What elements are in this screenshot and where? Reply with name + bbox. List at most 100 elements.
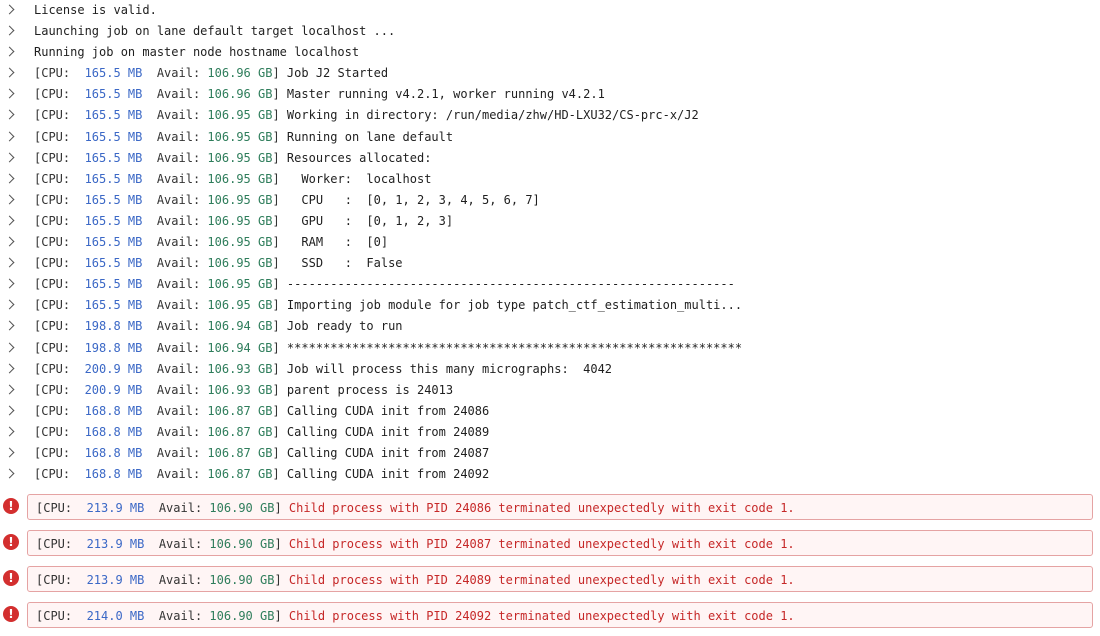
- avail-memory-value: 106.95 GB: [207, 235, 273, 250]
- chevron-right-icon[interactable]: [4, 236, 15, 247]
- log-line[interactable]: [CPU: 198.8 MB Avail: 106.94 GB] Job rea…: [0, 316, 1100, 337]
- avail-label: Avail:: [156, 129, 201, 144]
- chevron-right-icon[interactable]: [4, 46, 15, 57]
- chevron-right-icon[interactable]: [4, 384, 15, 395]
- chevron-right-icon[interactable]: [4, 363, 15, 374]
- chevron-right-icon[interactable]: [4, 67, 15, 78]
- log-line-text: [CPU: 198.8 MB Avail: 106.94 GB] *******…: [34, 338, 742, 359]
- cpu-memory-value: 165.5 MB: [84, 150, 143, 165]
- log-message: Importing job module for job type patch_…: [286, 298, 743, 313]
- error-message-box[interactable]: [CPU: 213.9 MB Avail: 106.90 GB] Child p…: [27, 494, 1093, 520]
- error-message-box[interactable]: [CPU: 213.9 MB Avail: 106.90 GB] Child p…: [27, 530, 1093, 556]
- log-line[interactable]: [CPU: 198.8 MB Avail: 106.94 GB] *******…: [0, 338, 1100, 359]
- log-message: Job ready to run: [286, 319, 403, 334]
- log-line[interactable]: [CPU: 165.5 MB Avail: 106.95 GB] SSD : F…: [0, 253, 1100, 274]
- avail-memory-value: 106.96 GB: [207, 87, 273, 102]
- chevron-right-icon[interactable]: [4, 257, 15, 268]
- bracket-close: ]: [272, 298, 280, 313]
- chevron-right-icon[interactable]: [4, 25, 15, 36]
- error-message-box[interactable]: [CPU: 213.9 MB Avail: 106.90 GB] Child p…: [27, 566, 1093, 592]
- log-line[interactable]: [CPU: 165.5 MB Avail: 106.95 GB] Worker:…: [0, 169, 1100, 190]
- log-line[interactable]: [CPU: 165.5 MB Avail: 106.96 GB] Job J2 …: [0, 63, 1100, 84]
- bracket-close: ]: [272, 319, 280, 334]
- avail-memory-value: 106.90 GB: [209, 573, 275, 587]
- avail-label: Avail:: [158, 609, 203, 623]
- chevron-right-icon[interactable]: [4, 405, 15, 416]
- cpu-label: [CPU:: [36, 609, 73, 623]
- avail-label: Avail:: [156, 361, 201, 376]
- cpu-label: [CPU:: [34, 192, 71, 207]
- log-line[interactable]: Running job on master node hostname loca…: [0, 42, 1100, 63]
- cpu-memory-value: 168.8 MB: [84, 403, 143, 418]
- error-log-line[interactable]: ! [CPU: 214.0 MB Avail: 106.90 GB] Child …: [0, 602, 1100, 630]
- bracket-close: ]: [272, 340, 280, 355]
- chevron-right-icon[interactable]: [4, 152, 15, 163]
- cpu-memory-value: 165.5 MB: [84, 192, 143, 207]
- log-line[interactable]: [CPU: 165.5 MB Avail: 106.95 GB] Running…: [0, 127, 1100, 148]
- error-log-line[interactable]: ![CPU: 213.9 MB Avail: 106.90 GB] Child …: [0, 530, 1100, 558]
- chevron-right-icon[interactable]: [4, 131, 15, 142]
- error-message-box[interactable]: [CPU: 214.0 MB Avail: 106.90 GB] Child p…: [27, 602, 1093, 628]
- avail-memory-value: 106.95 GB: [207, 150, 273, 165]
- log-line[interactable]: Launching job on lane default target loc…: [0, 21, 1100, 42]
- log-line[interactable]: [CPU: 165.5 MB Avail: 106.95 GB] Working…: [0, 105, 1100, 126]
- log-line[interactable]: [CPU: 165.5 MB Avail: 106.96 GB] Master …: [0, 84, 1100, 105]
- cpu-memory-value: 198.8 MB: [84, 340, 143, 355]
- log-line-text: [CPU: 165.5 MB Avail: 106.95 GB] Importi…: [34, 295, 742, 316]
- log-line[interactable]: [CPU: 168.8 MB Avail: 106.87 GB] Calling…: [0, 422, 1100, 443]
- log-line[interactable]: [CPU: 165.5 MB Avail: 106.95 GB] Importi…: [0, 295, 1100, 316]
- avail-memory-value: 106.93 GB: [207, 361, 273, 376]
- log-line[interactable]: [CPU: 168.8 MB Avail: 106.87 GB] Calling…: [0, 401, 1100, 422]
- log-line-text: [CPU: 213.9 MB Avail: 106.90 GB] Child p…: [36, 495, 795, 521]
- error-icon: !: [3, 606, 19, 622]
- chevron-right-icon[interactable]: [4, 88, 15, 99]
- cpu-memory-value: 168.8 MB: [84, 445, 143, 460]
- cpu-memory-value: 168.8 MB: [84, 467, 143, 482]
- log-message: CPU : [0, 1, 2, 3, 4, 5, 6, 7]: [286, 192, 540, 207]
- log-line-text: [CPU: 165.5 MB Avail: 106.95 GB] -------…: [34, 274, 735, 295]
- chevron-right-icon[interactable]: [4, 447, 15, 458]
- chevron-right-icon[interactable]: [4, 194, 15, 205]
- log-line-text: [CPU: 165.5 MB Avail: 106.95 GB] GPU : […: [34, 211, 453, 232]
- avail-memory-value: 106.95 GB: [207, 256, 273, 271]
- log-line[interactable]: [CPU: 165.5 MB Avail: 106.95 GB] GPU : […: [0, 211, 1100, 232]
- bracket-close: ]: [272, 150, 280, 165]
- avail-memory-value: 106.90 GB: [209, 609, 275, 623]
- log-line[interactable]: [CPU: 165.5 MB Avail: 106.95 GB] -------…: [0, 274, 1100, 295]
- avail-label: Avail:: [156, 235, 201, 250]
- chevron-right-icon[interactable]: [4, 299, 15, 310]
- log-line[interactable]: [CPU: 168.8 MB Avail: 106.87 GB] Calling…: [0, 443, 1100, 464]
- cpu-label: [CPU:: [34, 129, 71, 144]
- chevron-right-icon[interactable]: [4, 215, 15, 226]
- chevron-right-icon[interactable]: [4, 173, 15, 184]
- avail-label: Avail:: [156, 192, 201, 207]
- log-message: Job J2 Started: [286, 66, 389, 81]
- chevron-right-icon[interactable]: [4, 342, 15, 352]
- log-line[interactable]: [CPU: 168.8 MB Avail: 106.87 GB] Calling…: [0, 464, 1100, 485]
- avail-label: Avail:: [156, 403, 201, 418]
- log-line-text: [CPU: 198.8 MB Avail: 106.94 GB] Job rea…: [34, 316, 403, 337]
- cpu-label: [CPU:: [34, 340, 71, 355]
- log-line[interactable]: [CPU: 165.5 MB Avail: 106.95 GB] RAM : […: [0, 232, 1100, 253]
- avail-label: Avail:: [156, 424, 201, 439]
- bracket-close: ]: [272, 213, 280, 228]
- log-line[interactable]: [CPU: 165.5 MB Avail: 106.95 GB] Resourc…: [0, 148, 1100, 169]
- error-message: Child process with PID 24089 terminated …: [288, 573, 795, 587]
- error-log-line[interactable]: ! [CPU: 213.9 MB Avail: 106.90 GB] Child …: [0, 566, 1100, 594]
- error-log-line[interactable]: ![CPU: 213.9 MB Avail: 106.90 GB] Child …: [0, 494, 1100, 522]
- cpu-label: [CPU:: [34, 319, 71, 334]
- chevron-right-icon[interactable]: [4, 426, 15, 437]
- log-line-text: [CPU: 168.8 MB Avail: 106.87 GB] Calling…: [34, 401, 489, 422]
- chevron-right-icon[interactable]: [4, 4, 15, 15]
- log-line[interactable]: [CPU: 200.9 MB Avail: 106.93 GB] parent …: [0, 380, 1100, 401]
- error-icon: !: [3, 570, 19, 586]
- bracket-close: ]: [272, 445, 280, 460]
- log-line[interactable]: [CPU: 200.9 MB Avail: 106.93 GB] Job wil…: [0, 359, 1100, 380]
- chevron-right-icon[interactable]: [4, 278, 15, 289]
- chevron-right-icon[interactable]: [4, 320, 15, 331]
- chevron-right-icon[interactable]: [4, 468, 15, 479]
- chevron-right-icon[interactable]: [4, 110, 15, 120]
- avail-memory-value: 106.95 GB: [207, 298, 273, 313]
- log-line[interactable]: License is valid.: [0, 0, 1100, 21]
- log-line[interactable]: [CPU: 165.5 MB Avail: 106.95 GB] CPU : […: [0, 190, 1100, 211]
